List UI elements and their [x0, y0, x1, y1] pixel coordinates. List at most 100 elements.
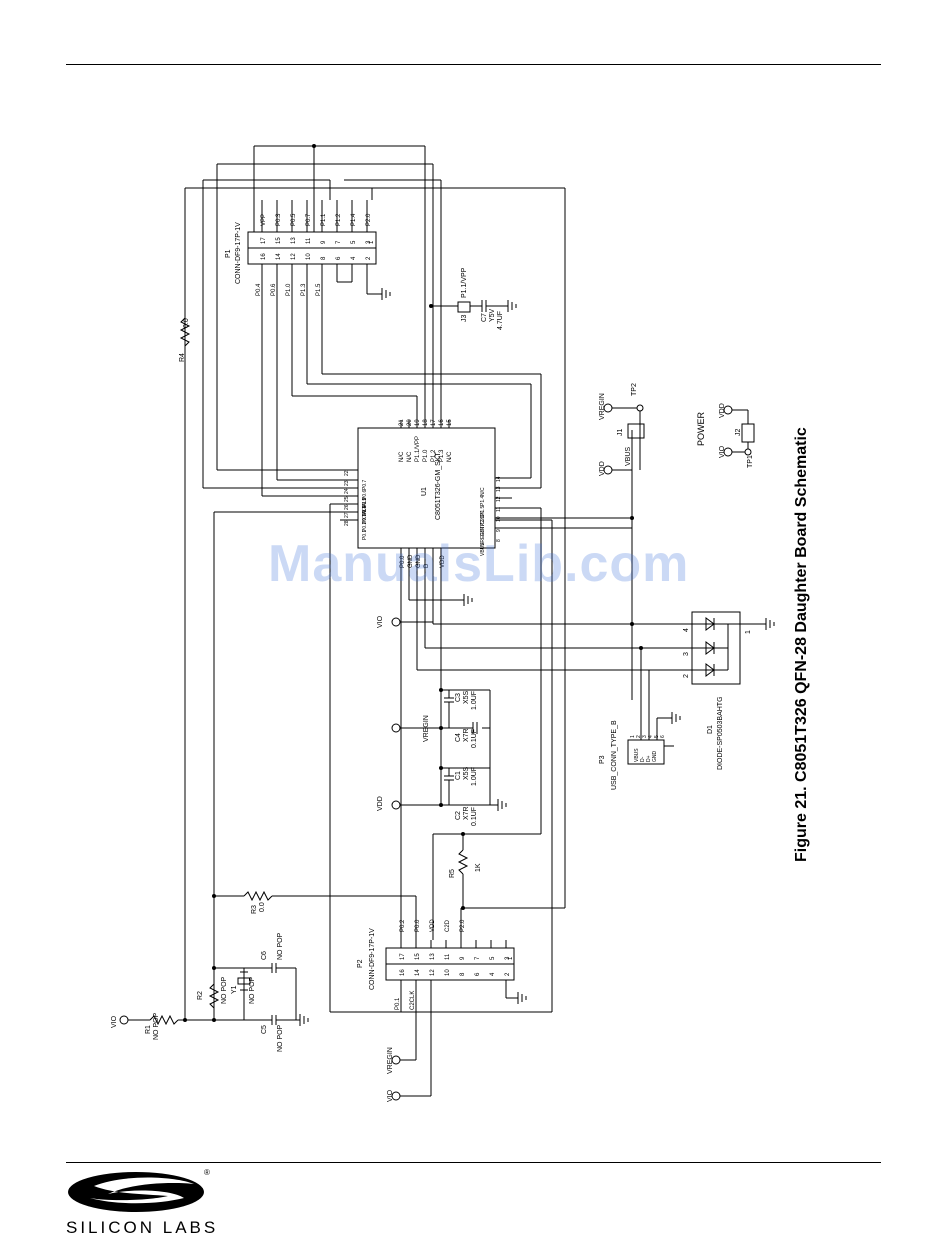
top-rule [66, 64, 881, 65]
p1-bottom-pin-label: P0.6 [271, 283, 277, 296]
p1-bottom-pin-label: P1.3 [301, 283, 307, 296]
u1-top-pin-label: P1.2 [431, 449, 437, 462]
p2-bottom-pin-number: 4 [490, 972, 496, 976]
r2-ref: R2 [197, 991, 204, 1000]
u1-top-pin-label: P1.1/VPP [415, 436, 421, 462]
net-vregin-label: VREGIN [387, 1047, 394, 1074]
vdd-terminal [723, 405, 733, 415]
u1-left-pin-label: P0.7 [362, 479, 368, 490]
vregin-terminal [391, 723, 401, 733]
net-vio-label: VIO [719, 445, 726, 458]
p1-top-pin-number: 9 [321, 240, 327, 244]
d1-pin-3: 3 [683, 652, 690, 656]
p1-top-pin-label: VPP [261, 214, 267, 226]
u1-top-pin-number: 15 [447, 419, 453, 426]
u1-left-pin-label: P0.6 [362, 489, 368, 500]
u1-bottom-pin-label: VDD [440, 555, 446, 568]
u1-right-pin-label: P1.5 [480, 505, 486, 516]
y1-value: NO POP [249, 976, 256, 1004]
j3-label: P1.1/VPP [461, 267, 468, 298]
tp2-label: TP2 [631, 383, 638, 396]
p1-bottom-pin-number: 8 [321, 256, 327, 260]
p2-top-pin-number: 9 [460, 956, 466, 960]
u1-left-pin-number: 28 [344, 520, 350, 526]
j2-body [741, 423, 755, 443]
p3-pin-number: 2 [636, 735, 642, 738]
registered-mark: ® [204, 1168, 210, 1177]
c1-type: X5S [463, 766, 470, 780]
p2-top-pin-number: 3 [505, 956, 511, 960]
c3-ref: C3 [455, 693, 462, 702]
p3-pin-number: 4 [648, 735, 654, 738]
u1-top-pin-label: P1.0 [423, 449, 429, 462]
u1-left-pin-label: P0.4 [362, 505, 368, 516]
p3-body [627, 739, 665, 765]
j1-ref: J1 [617, 429, 624, 437]
p1-bottom-pin-number: 4 [351, 256, 357, 260]
p3-part: USB_CONN_TYPE_B [611, 720, 618, 790]
u1-top-pin-label: N/C [407, 451, 413, 462]
y1-ref: Y1 [231, 985, 238, 994]
u1-top-pin-number: 20 [407, 419, 413, 426]
p1-bottom-pin-number: 2 [366, 256, 372, 260]
p1-bottom-pin-number: 6 [336, 256, 342, 260]
j1-vbus: VBUS [625, 447, 632, 466]
d1-pin-1: 1 [745, 630, 752, 634]
c6-ref: C6 [261, 951, 268, 960]
p1-top-pin-number: 5 [351, 240, 357, 244]
p1-bottom-pin-number: 14 [276, 253, 282, 260]
r4-ref: R4 [179, 353, 186, 362]
p3-pin-label: D+ [646, 755, 652, 762]
p1-bottom-pin-label: P1.0 [286, 283, 292, 296]
net-vregin-label: VREGIN [599, 393, 606, 420]
p2-top-pin-number: 13 [430, 953, 436, 960]
p3-pin-label: D- [640, 756, 646, 762]
p1-top-pin-label: P1.2 [336, 213, 342, 226]
u1-right-pin-number: 8 [496, 539, 502, 542]
u1-right-pin-number: 13 [496, 486, 502, 492]
p2-bottom-pin-number: 16 [400, 969, 406, 976]
p2-top-pin-number: 11 [445, 953, 451, 960]
net-vregin-label: VREGIN [423, 715, 430, 742]
p1-top-pin-number: 3 [366, 240, 372, 244]
p2-top-pin-number: 17 [400, 953, 406, 960]
p1-ref: P1 [225, 249, 232, 258]
p1-top-pin-label: P0.7 [306, 213, 312, 226]
p3-pin-label: GND [652, 751, 658, 763]
j1-body [627, 423, 645, 439]
u1-bottom-pin-label: GND [408, 554, 414, 568]
net-vdd-label: VDD [377, 796, 384, 811]
c7-type: Y5V [489, 308, 496, 322]
d1-pin-4: 4 [683, 628, 690, 632]
u1-right-pin-label: N/C [480, 487, 486, 496]
silicon-labs-logo-icon [68, 1172, 204, 1212]
r4-value: 0.0 [183, 318, 190, 328]
p3-pin-number: 6 [660, 735, 666, 738]
c1-ref: C1 [455, 771, 462, 780]
p3-pin-number: 1 [630, 735, 636, 738]
p3-ref: P3 [599, 755, 606, 764]
tp2-terminal [636, 404, 644, 412]
p1-bottom-pin-label: P1.5 [316, 283, 322, 296]
p1-top-pin-label: P1.1 [321, 213, 327, 226]
vdd-terminal [603, 465, 613, 475]
r5-ref: R5 [449, 869, 456, 878]
net-vio-label: VIO [387, 1089, 394, 1102]
p2-top-pin-number: 15 [415, 953, 421, 960]
vio-terminal [391, 1091, 401, 1101]
vio-terminal [119, 1015, 129, 1025]
r1-value: NO POP [153, 1012, 160, 1040]
p2-bottom-pin-number: 6 [475, 972, 481, 976]
p2-bottom-pin-number: 14 [415, 969, 421, 976]
p1-top-pin-label: P1.4 [351, 213, 357, 226]
bottom-rule [66, 1162, 881, 1163]
u1-left-pin-label: P0.1 [362, 529, 368, 540]
c2-ref: C2 [455, 811, 462, 820]
p2-top-pin-number: 1 [508, 956, 514, 960]
c7-ref: C7 [481, 313, 488, 322]
u1-top-pin-label: P1.3 [439, 449, 445, 462]
u1-part: C8051T326-GM_SKT [435, 452, 442, 520]
net-vio-label: VIO [377, 615, 384, 628]
c4-type: X7R [463, 728, 470, 742]
